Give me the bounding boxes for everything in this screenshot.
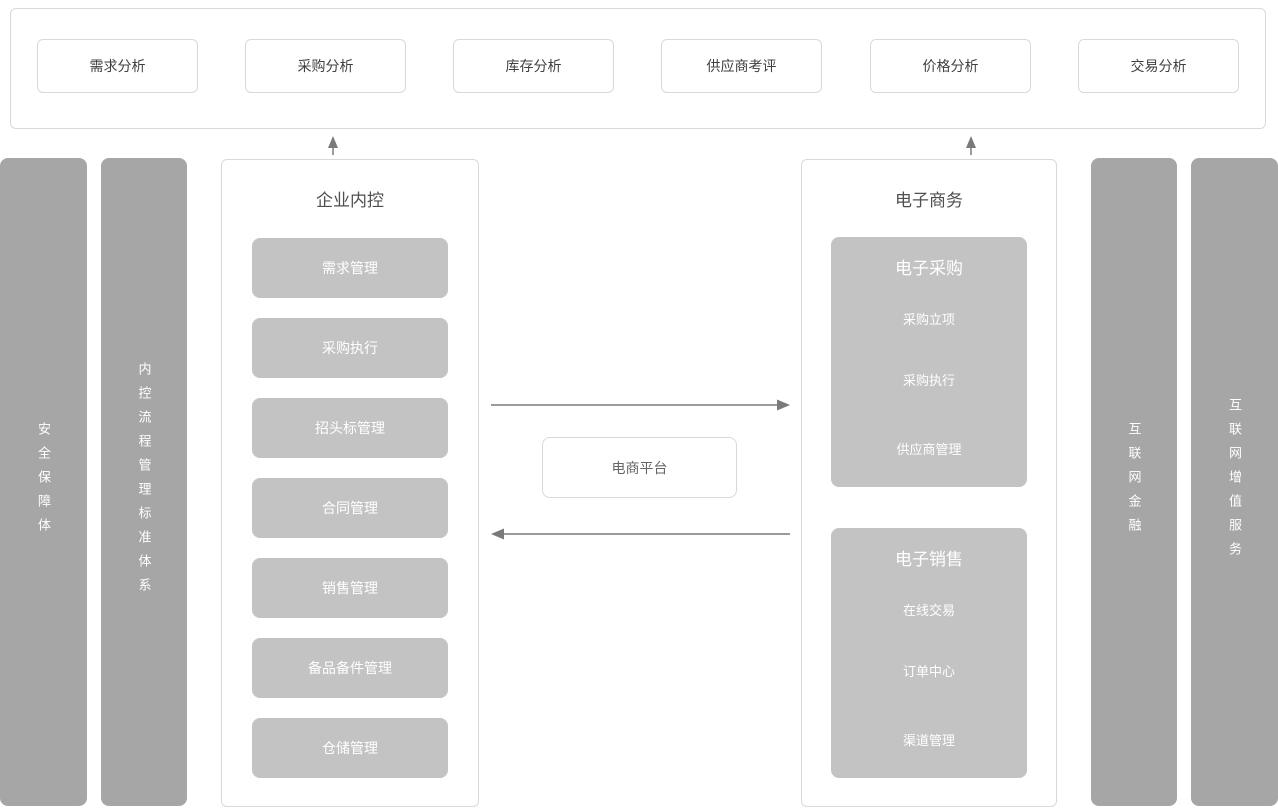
e-procurement-item-execution: 采购执行 bbox=[902, 373, 955, 388]
module-spare-parts: 备品备件管理 bbox=[252, 638, 448, 698]
pillar-internet-finance: 互联网金融 bbox=[1091, 158, 1177, 806]
pillar-internet-finance-label: 互联网金融 bbox=[1126, 422, 1142, 542]
e-procurement-title: 电子采购 bbox=[895, 259, 963, 278]
pillar-security: 安全保障体 bbox=[0, 158, 87, 806]
ecommerce-title: 电子商务 bbox=[895, 191, 963, 210]
analysis-box-demand: 需求分析 bbox=[37, 39, 198, 93]
pillar-security-label: 安全保障体 bbox=[36, 422, 51, 542]
arrow-left-icon bbox=[491, 528, 790, 540]
arrow-up-ecommerce-icon bbox=[966, 136, 976, 155]
module-bidding-management: 招头标管理 bbox=[252, 398, 448, 458]
module-sales-management: 销售管理 bbox=[252, 558, 448, 618]
analysis-box-price: 价格分析 bbox=[870, 39, 1031, 93]
ecommerce-platform-box: 电商平台 bbox=[542, 437, 737, 498]
module-procurement-execute: 采购执行 bbox=[252, 318, 448, 378]
pillar-internet-value-added: 互联网增值服务 bbox=[1191, 158, 1278, 806]
pillar-internal-control-standard: 内控流程管理标准体系 bbox=[101, 158, 187, 806]
e-sales-title: 电子销售 bbox=[895, 550, 963, 569]
module-demand-management: 需求管理 bbox=[252, 238, 448, 298]
e-sales-item-online-trade: 在线交易 bbox=[902, 603, 955, 618]
module-contract-management: 合同管理 bbox=[252, 478, 448, 538]
module-warehouse-management: 仓储管理 bbox=[252, 718, 448, 778]
ecommerce-panel: 电子商务 电子采购 采购立项 采购执行 供应商管理 电子销售 在线交易 订单中心… bbox=[801, 159, 1057, 807]
internal-control-title: 企业内控 bbox=[316, 191, 384, 210]
pillar-internal-control-standard-label: 内控流程管理标准体系 bbox=[136, 362, 152, 602]
e-sales-item-order-center: 订单中心 bbox=[902, 664, 955, 679]
e-sales-item-channel-mgmt: 渠道管理 bbox=[902, 733, 955, 748]
internal-control-panel: 企业内控 需求管理 采购执行 招头标管理 合同管理 销售管理 备品备件管理 仓储… bbox=[221, 159, 479, 807]
analysis-box-inventory: 库存分析 bbox=[453, 39, 614, 93]
analysis-box-supplier: 供应商考评 bbox=[661, 39, 822, 93]
e-procurement-item-supplier: 供应商管理 bbox=[896, 442, 962, 457]
e-procurement-card: 电子采购 采购立项 采购执行 供应商管理 bbox=[831, 237, 1027, 487]
e-sales-card: 电子销售 在线交易 订单中心 渠道管理 bbox=[831, 528, 1027, 778]
arrow-right-icon bbox=[491, 399, 790, 411]
e-procurement-item-initiation: 采购立项 bbox=[902, 312, 955, 327]
pillar-internet-value-added-label: 互联网增值服务 bbox=[1227, 398, 1242, 566]
analysis-panel: 需求分析 采购分析 库存分析 供应商考评 价格分析 交易分析 bbox=[10, 8, 1266, 129]
arrow-up-internal-icon bbox=[328, 136, 338, 155]
analysis-box-transaction: 交易分析 bbox=[1078, 39, 1239, 93]
analysis-box-procurement: 采购分析 bbox=[245, 39, 406, 93]
